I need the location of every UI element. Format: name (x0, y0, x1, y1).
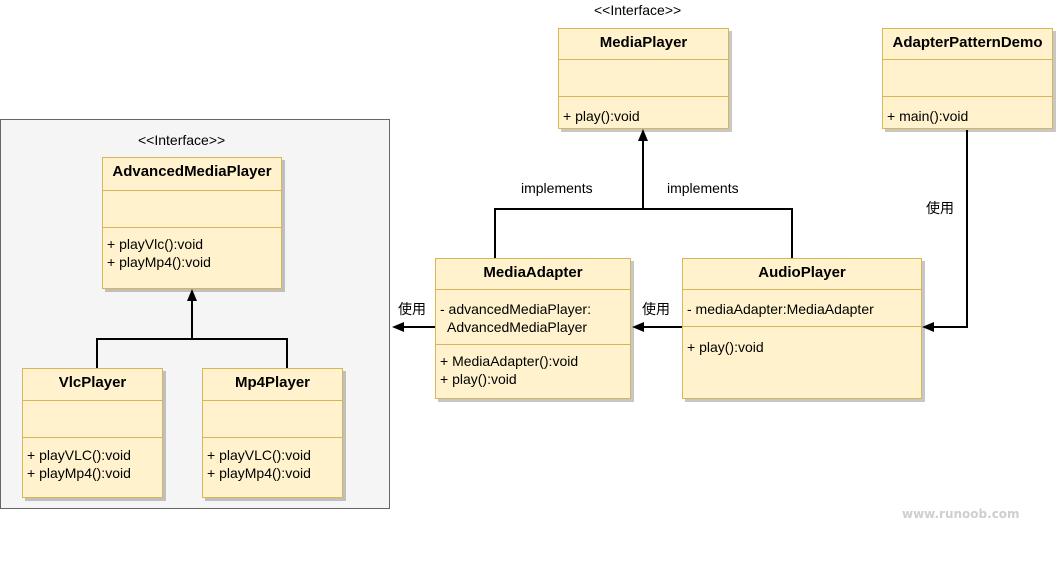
uses-edge-demo (932, 130, 968, 328)
class-methods: + play():void (687, 339, 764, 355)
class-name: Mp4Player (234, 374, 311, 391)
class-methods: + playVlc():void + playMp4():void (107, 236, 211, 270)
implements-label-right: implements (667, 180, 739, 196)
class-name: AdapterPatternDemo (892, 34, 1043, 51)
class-media-player[interactable]: MediaPlayer + play():void (558, 28, 729, 129)
class-name: AdvancedMediaPlayer (112, 163, 272, 180)
uses-label-adapter: 使用 (398, 302, 426, 318)
arrowhead-media-adapter (632, 322, 644, 332)
arrowhead-audio-player (922, 322, 934, 332)
media-player-stereotype: <<Interface>> (594, 2, 682, 18)
class-attributes: - advancedMediaPlayer: AdvancedMediaPlay… (440, 301, 591, 335)
arrowhead-advanced-media-player (187, 289, 197, 301)
class-vlc-player[interactable]: VlcPlayer + playVLC():void + playMp4():v… (22, 368, 163, 498)
class-advanced-media-player[interactable]: AdvancedMediaPlayer + playVlc():void + p… (102, 157, 282, 289)
inherit-edge-mp4 (192, 338, 288, 368)
uses-label-demo: 使用 (926, 201, 954, 217)
implements-edge-media-adapter (494, 140, 644, 258)
class-mp4-player[interactable]: Mp4Player + playVLC():void + playMp4():v… (202, 368, 343, 498)
class-methods: + playVLC():void + playMp4():void (27, 447, 131, 481)
uses-label-audio: 使用 (642, 302, 670, 318)
implements-edge-audio-player (643, 208, 793, 258)
inherit-edge-vlc (96, 300, 193, 368)
class-methods: + main():void (887, 108, 969, 124)
arrowhead-group (392, 322, 404, 332)
class-name: MediaAdapter (483, 264, 583, 281)
advanced-media-player-stereotype: <<Interface>> (138, 132, 226, 148)
class-name: AudioPlayer (758, 264, 846, 281)
class-methods: + playVLC():void + playMp4():void (207, 447, 311, 481)
arrowhead-media-player (638, 129, 648, 141)
class-methods: + play():void (563, 108, 640, 124)
class-media-adapter[interactable]: MediaAdapter - advancedMediaPlayer: Adva… (435, 258, 631, 399)
class-attributes: - mediaAdapter:MediaAdapter (687, 301, 874, 317)
class-audio-player[interactable]: AudioPlayer - mediaAdapter:MediaAdapter … (682, 258, 922, 399)
class-name: MediaPlayer (599, 34, 688, 51)
class-methods: + MediaAdapter():void + play():void (440, 353, 579, 387)
implements-label-left: implements (521, 180, 593, 196)
watermark: www.runoob.com (902, 507, 1020, 521)
class-adapter-pattern-demo[interactable]: AdapterPatternDemo + main():void (882, 28, 1053, 129)
class-name: VlcPlayer (58, 374, 127, 391)
